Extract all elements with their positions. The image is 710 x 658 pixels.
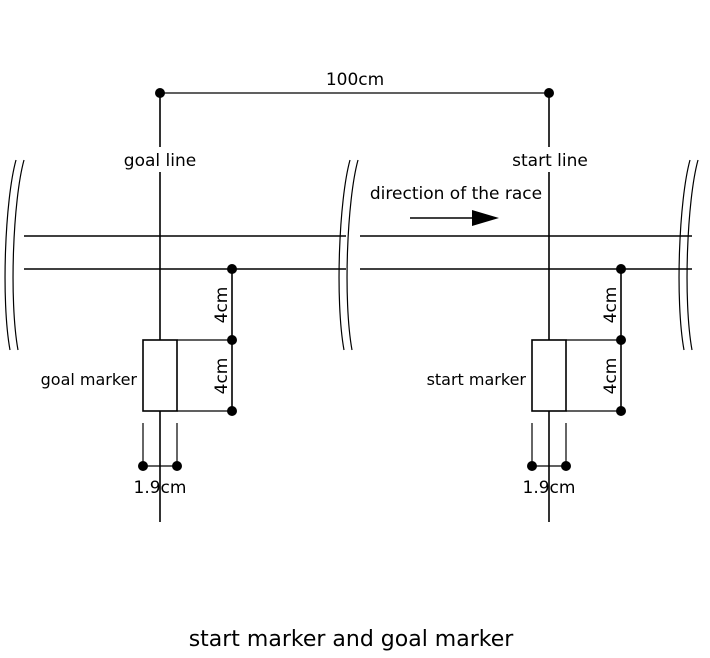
goal-gap-label: 4cm bbox=[212, 287, 232, 324]
goal-marker-rect bbox=[142, 339, 178, 412]
track bbox=[24, 235, 692, 270]
break-mark-right bbox=[678, 159, 699, 351]
start-line-label: start line bbox=[512, 151, 588, 171]
distance-dimension: 100cm bbox=[155, 70, 554, 98]
start-marker-width-label: 1.9cm bbox=[523, 478, 576, 498]
direction-arrow-icon bbox=[410, 210, 499, 226]
start-length-dimensions bbox=[566, 264, 626, 416]
goal-marker-length-label: 4cm bbox=[212, 358, 232, 395]
start-marker-rect bbox=[531, 339, 567, 412]
goal-line-label: goal line bbox=[124, 151, 196, 171]
direction-label: direction of the race bbox=[370, 184, 542, 204]
diagram-caption: start marker and goal marker bbox=[189, 627, 515, 652]
goal-width-dimension bbox=[138, 423, 182, 471]
break-mark-middle bbox=[338, 159, 359, 351]
break-mark-left bbox=[4, 159, 25, 351]
start-marker-length-label: 4cm bbox=[601, 358, 621, 395]
start-gap-label: 4cm bbox=[601, 287, 621, 324]
goal-marker-width-label: 1.9cm bbox=[134, 478, 187, 498]
distance-label: 100cm bbox=[326, 70, 384, 90]
goal-marker-label: goal marker bbox=[41, 370, 138, 389]
start-width-dimension bbox=[527, 423, 571, 471]
start-marker-label: start marker bbox=[427, 370, 527, 389]
goal-length-dimensions bbox=[177, 264, 237, 416]
